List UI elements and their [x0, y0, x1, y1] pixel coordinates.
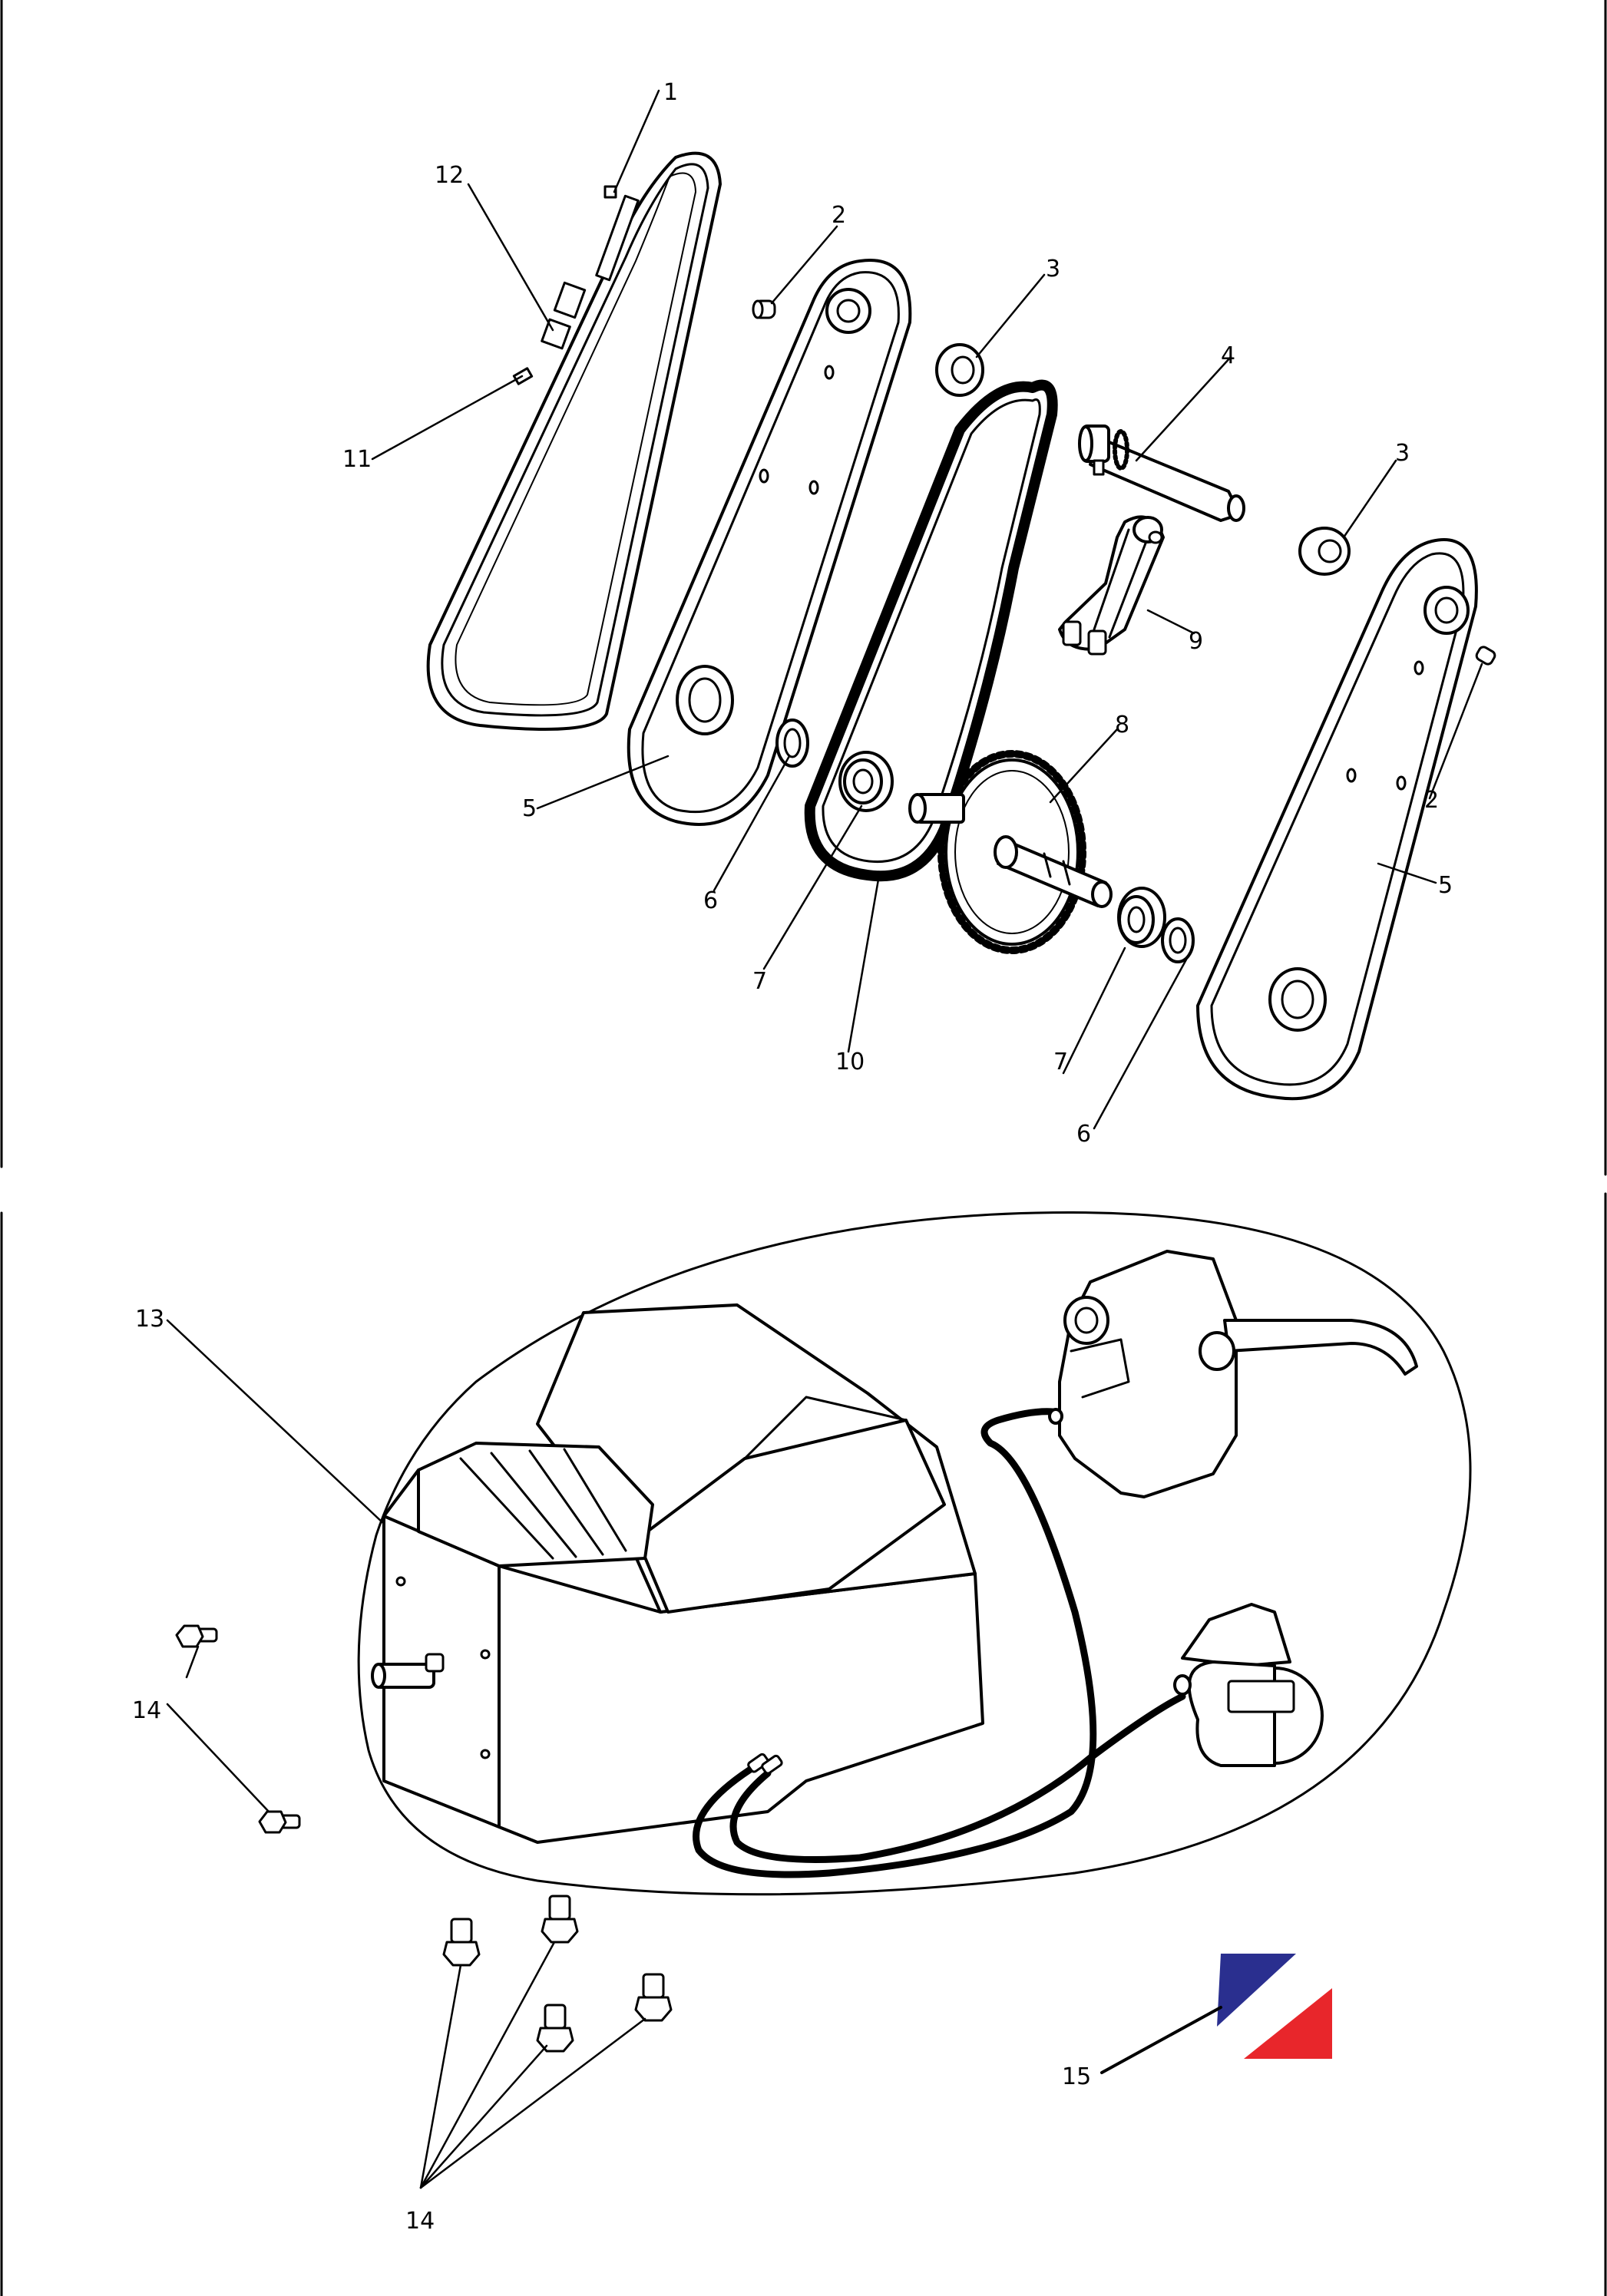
bearing-left-icon [838, 751, 894, 812]
callout-7-right: 7 [1053, 1049, 1068, 1075]
callout-5-right: 5 [1438, 872, 1453, 899]
callout-labels-bottom: 13 14 14 15 [132, 1306, 1091, 2235]
chain-icon [804, 379, 1058, 882]
belt-icon [426, 151, 722, 731]
pin-left-icon [752, 299, 776, 319]
callout-3-right: 3 [1395, 440, 1410, 467]
bolts-icon [175, 1624, 673, 2053]
bearing-right-icon [1117, 887, 1166, 948]
callout-5-left: 5 [522, 795, 537, 822]
callout-9: 9 [1189, 628, 1203, 655]
bolt-icon [541, 1895, 579, 1944]
callout-1: 1 [663, 79, 678, 106]
callout-2-right: 2 [1424, 787, 1439, 814]
brake-lever-icon [1048, 1250, 1418, 1498]
callout-8: 8 [1115, 712, 1129, 738]
callout-15: 15 [1062, 2063, 1091, 2090]
motor-icon [371, 1303, 984, 1844]
washer-left-icon [775, 719, 809, 768]
cables-icon [693, 1408, 1186, 1878]
callout-3-left: 3 [1046, 256, 1060, 282]
leader-lines-top [371, 89, 1483, 1130]
callout-6-left: 6 [703, 887, 718, 914]
sprocket-icon [908, 750, 1113, 954]
callout-labels-top: 1 12 11 2 3 4 3 9 8 2 5 5 6 7 10 7 6 [342, 79, 1453, 1148]
bolt-icon [175, 1624, 218, 1648]
motor-kit-outline [357, 1211, 1472, 1896]
callout-2-left: 2 [832, 202, 846, 229]
callout-7-left: 7 [752, 968, 767, 995]
chain-cover-left-icon [627, 259, 912, 826]
bolt-icon [258, 1810, 301, 1834]
brake-arm-icon [1058, 515, 1165, 656]
callout-6-right: 6 [1076, 1121, 1091, 1148]
bolt-icon [442, 1918, 481, 1967]
spacer-left-icon [935, 343, 984, 397]
axle-icon [1078, 425, 1245, 522]
callout-14-left: 14 [132, 1697, 161, 1724]
pin-right-icon [1475, 646, 1496, 666]
washer-right-icon [1161, 917, 1195, 963]
chain-cover-right-icon [1196, 538, 1478, 1101]
callout-10: 10 [835, 1049, 865, 1075]
callout-11: 11 [342, 446, 372, 473]
spacer-right-icon [1298, 527, 1351, 576]
throttle-icon [1173, 1603, 1324, 1767]
brand-logo-icon [1212, 1951, 1332, 2059]
bolt-icon [536, 2004, 574, 2053]
callout-14-bottom: 14 [405, 2208, 435, 2235]
bolt-icon [634, 1973, 673, 2022]
callout-13: 13 [135, 1306, 164, 1333]
callout-4: 4 [1221, 342, 1235, 369]
leader-lines-bottom [166, 1319, 1222, 2189]
callout-12: 12 [435, 162, 464, 189]
